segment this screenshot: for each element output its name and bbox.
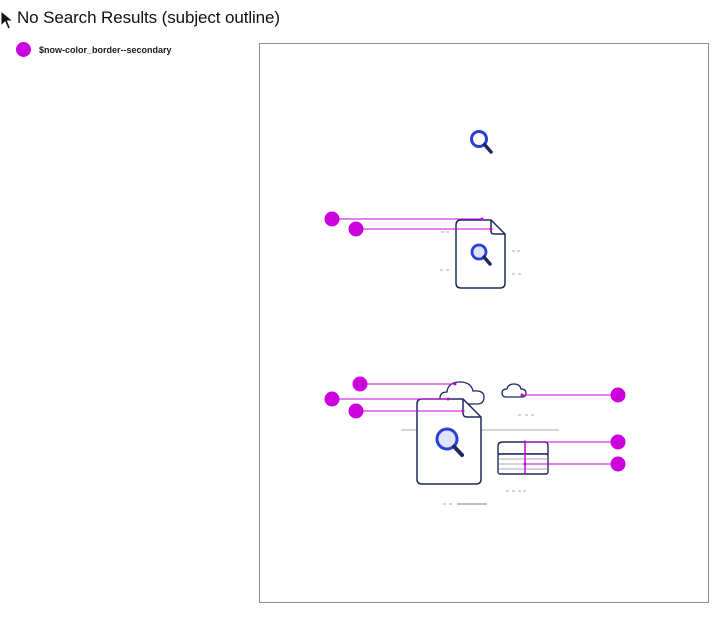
legend-label: $now-color_border--secondary bbox=[39, 44, 172, 55]
marker-dot bbox=[352, 376, 368, 392]
marker-dot bbox=[610, 387, 626, 403]
marker-dot bbox=[324, 391, 340, 407]
legend: $now-color_border--secondary bbox=[16, 42, 172, 57]
decor-dashes bbox=[440, 231, 521, 275]
document-search-scene bbox=[324, 376, 626, 505]
magnifier-icon bbox=[470, 243, 492, 266]
marker-dot bbox=[324, 211, 340, 227]
marker-dot bbox=[610, 434, 626, 450]
decor-dashes bbox=[443, 414, 534, 505]
magnifier-icon bbox=[435, 427, 464, 457]
server-icon bbox=[497, 441, 549, 475]
magnifier-icon bbox=[470, 130, 493, 154]
marker-dot bbox=[348, 403, 364, 419]
border-markers bbox=[324, 376, 626, 474]
mouse-cursor-icon bbox=[0, 10, 14, 30]
legend-swatch bbox=[16, 42, 31, 57]
page-title: No Search Results (subject outline) bbox=[17, 8, 280, 27]
border-markers bbox=[324, 211, 493, 237]
marker-dot bbox=[348, 221, 364, 237]
cloud-icon bbox=[501, 383, 527, 398]
search-icon-only bbox=[470, 130, 493, 154]
marker-dot bbox=[610, 456, 626, 472]
document-search-small bbox=[324, 211, 521, 289]
artboard-frame bbox=[259, 43, 709, 603]
